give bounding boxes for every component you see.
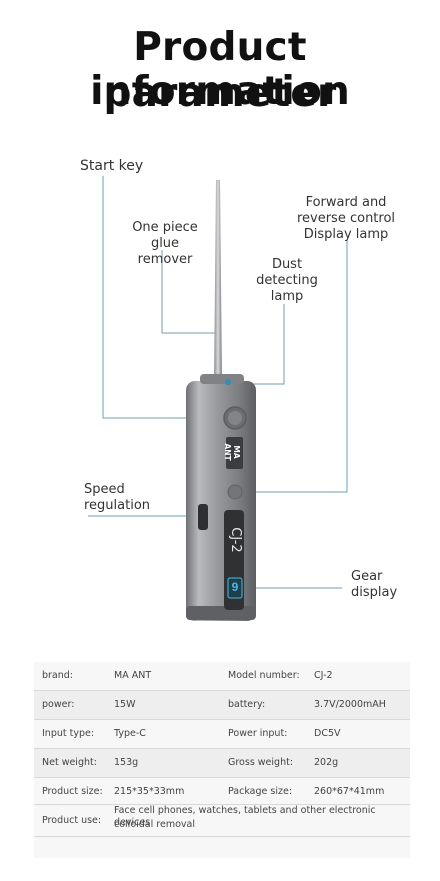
speed-regulation-wheel xyxy=(198,504,208,530)
forward-reverse-lamp xyxy=(227,484,243,500)
model-text: CJ-2 xyxy=(228,527,243,553)
table-row: Product use: Face cell phones, watches, … xyxy=(42,805,376,830)
forward-reverse-label: Forward and reverse control Display lamp xyxy=(296,195,396,242)
spec-table: brand: MA ANT Model number: CJ-2 power: … xyxy=(34,662,410,858)
table-row: power: 15W battery: 3.7V/2000mAH xyxy=(34,691,410,719)
start-key-label: Start key xyxy=(80,158,144,174)
table-row: brand: MA ANT Model number: CJ-2 xyxy=(42,670,333,681)
speed-regulation-label: Speed regulation xyxy=(84,482,151,513)
table-row: Input type: Type-C Power input: DC5V xyxy=(42,728,341,739)
dust-lamp-label: Dust detecting lamp xyxy=(256,257,318,304)
table-row: Net weight: 153g Gross weight: 202g xyxy=(34,749,410,777)
page-title-line-2: parameter xyxy=(103,71,337,116)
gear-display xyxy=(227,577,243,599)
brand-mark: MA ANT xyxy=(223,443,241,461)
page-title-line-1: Product information xyxy=(90,25,350,114)
table-row: Product size: 215*35*33mm Package size: … xyxy=(42,786,385,797)
glue-remover-needle xyxy=(214,180,222,382)
callout-lines xyxy=(88,176,348,589)
gear-value: 9 xyxy=(231,580,239,594)
gear-display-label: Gear display xyxy=(351,569,398,600)
glue-remover-label: One piece glue remover xyxy=(132,220,198,267)
